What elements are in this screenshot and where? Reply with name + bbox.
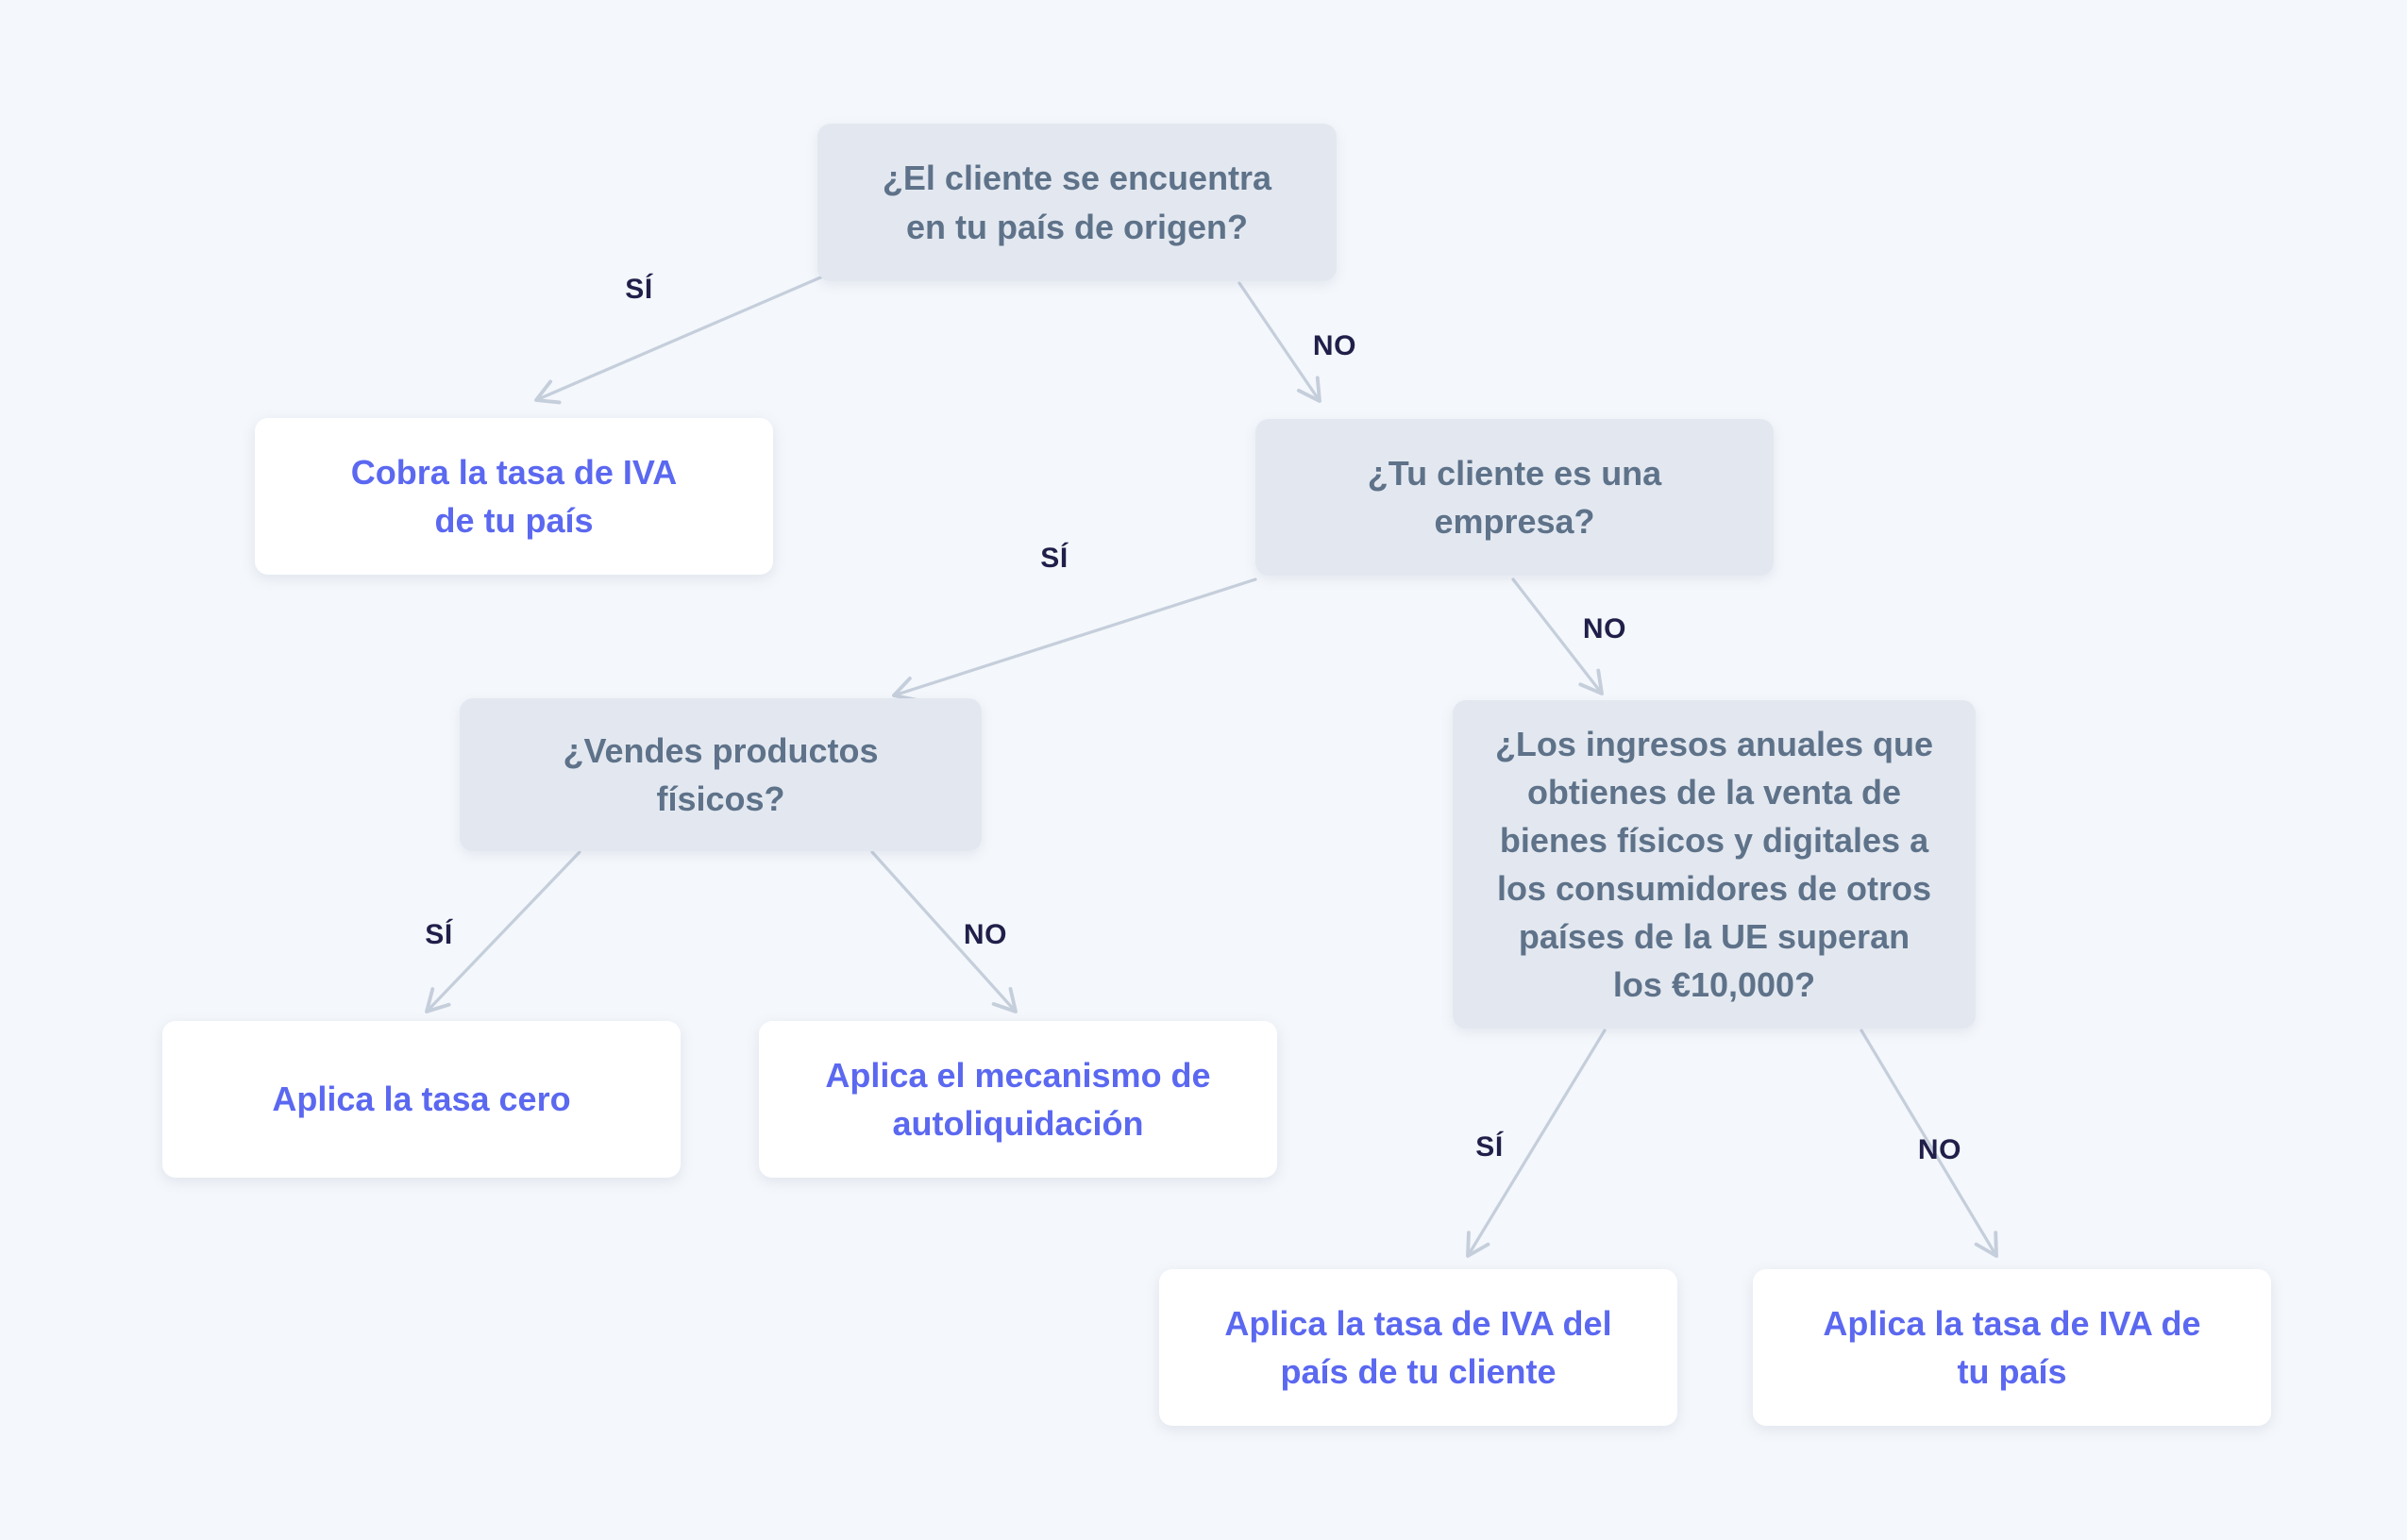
edge-label-origin-no: NO — [1312, 330, 1357, 361]
node-result-customer-country-vat[interactable]: Aplica la tasa de IVA del país de tu cli… — [1159, 1269, 1677, 1426]
node-result-reverse-charge[interactable]: Aplica el mecanismo de autoliquidación — [759, 1021, 1277, 1178]
edge-label-physical-no: NO — [963, 919, 1008, 950]
node-question-physical-products[interactable]: ¿Vendes productos físicos? — [460, 698, 982, 851]
edge-label-business-no: NO — [1582, 613, 1627, 644]
edge-business-yes — [892, 578, 1257, 702]
node-result-own-country-vat[interactable]: Aplica la tasa de IVA de tu país — [1753, 1269, 2271, 1426]
node-question-is-business[interactable]: ¿Tu cliente es una empresa? — [1255, 419, 1774, 576]
edge-label-threshold-yes: SÍ — [1475, 1131, 1504, 1163]
edge-origin-yes — [534, 274, 827, 405]
edge-label-business-yes: SÍ — [1040, 543, 1069, 574]
edge-label-origin-yes: SÍ — [625, 274, 653, 305]
edge-label-physical-yes: SÍ — [425, 919, 453, 950]
node-question-eu-threshold[interactable]: ¿Los ingresos anuales que obtienes de la… — [1453, 700, 1976, 1029]
edge-origin-no — [1237, 281, 1321, 403]
edge-label-threshold-no: NO — [1917, 1134, 1962, 1165]
node-question-origin-country[interactable]: ¿El cliente se encuentra en tu país de o… — [817, 124, 1337, 281]
node-result-zero-rate[interactable]: Aplica la tasa cero — [162, 1021, 681, 1178]
node-result-home-vat[interactable]: Cobra la tasa de IVA de tu país — [255, 418, 773, 575]
